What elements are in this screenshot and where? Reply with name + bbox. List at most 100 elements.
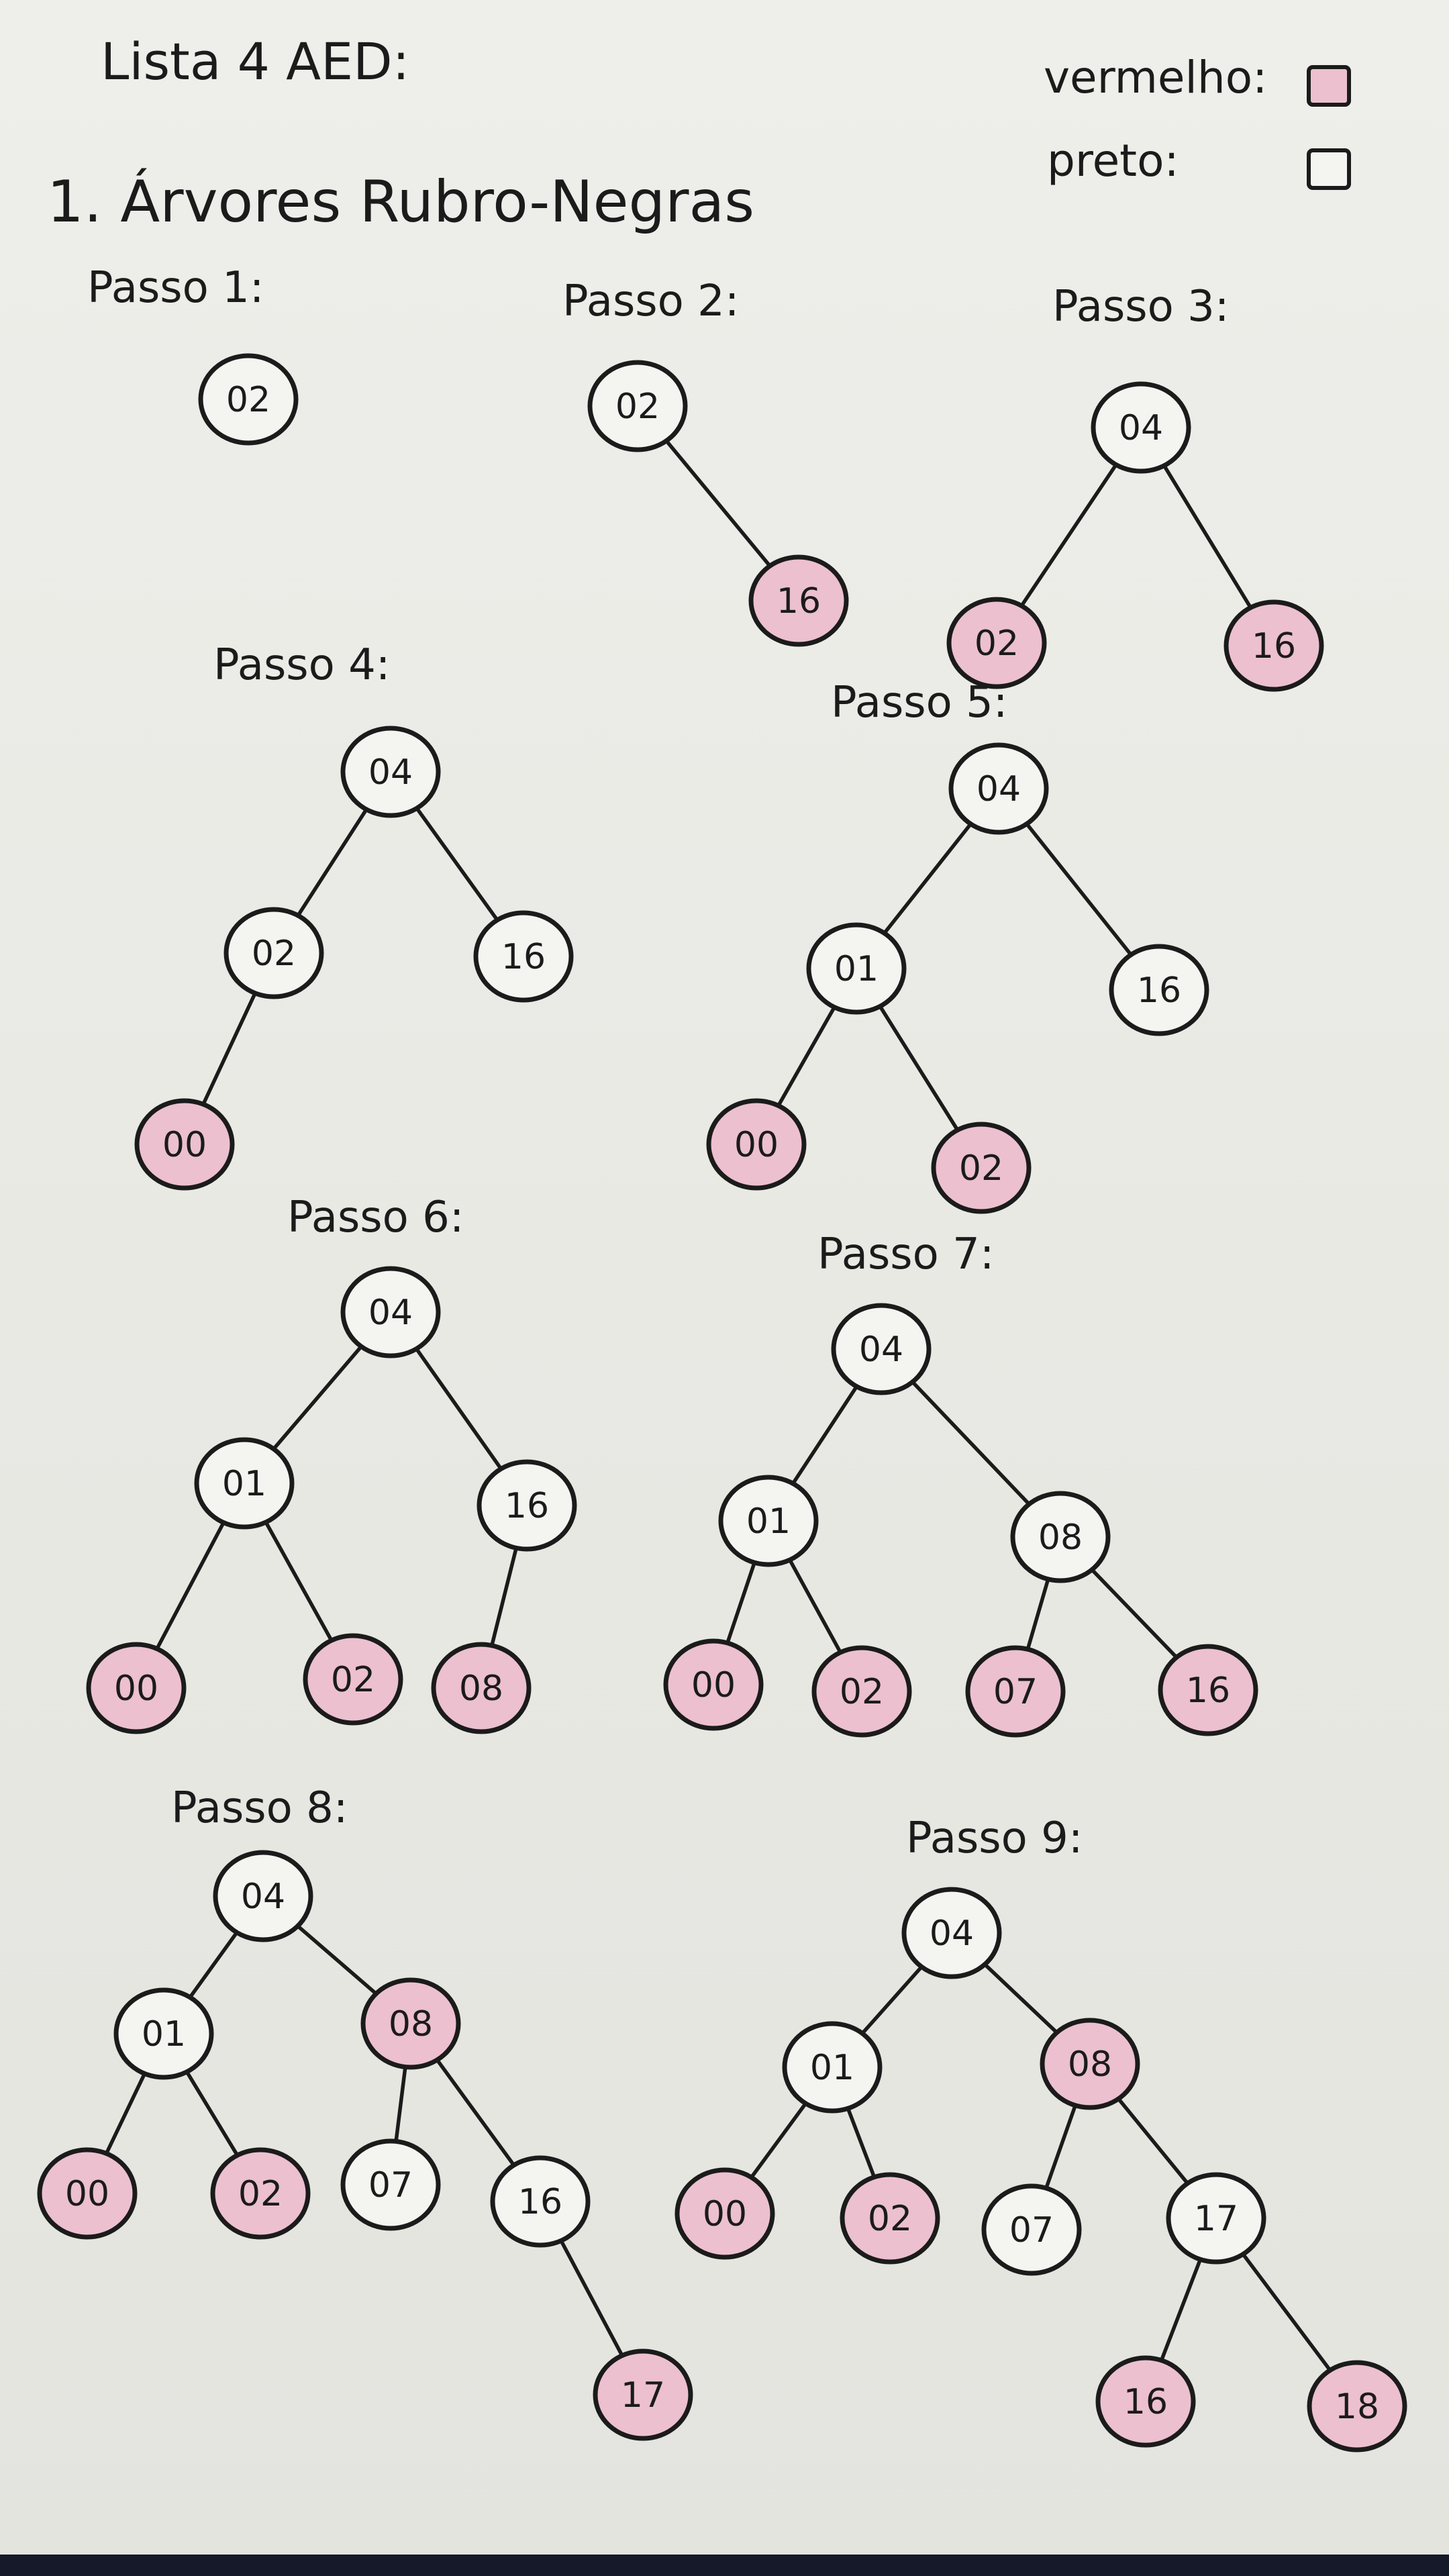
node-circle [981,2183,1082,2276]
tree-node-black: 02 [223,907,324,999]
tree-edge [490,1548,518,1646]
node-label: 16 [1252,626,1296,666]
tree-node-black: 07 [340,2138,441,2231]
node-circle [663,1638,764,1731]
tree-edge [883,822,972,935]
tree-node-red: 07 [965,1645,1066,1738]
tree-node-red: 00 [134,1098,235,1191]
node-circle [948,742,1049,835]
tree-edge [295,1924,379,1996]
node-label: 00 [691,1665,736,1705]
node-circle [431,1642,532,1734]
tree-node-red: 18 [1307,2360,1407,2453]
node-circle [86,1642,187,1734]
node-label: 16 [501,937,546,977]
node-label: 00 [65,2174,109,2214]
tree-node-black: 01 [806,922,907,1015]
node-label: 02 [331,1660,375,1700]
tree-node-red: 08 [1040,2018,1140,2110]
node-circle [134,1098,235,1191]
node-circle [340,1266,441,1358]
node-label: 04 [1119,408,1163,448]
node-circle [473,910,574,1003]
tree-edge [1020,463,1117,607]
node-label: 02 [840,1672,884,1712]
node-label: 08 [1038,1518,1083,1558]
step-title: Passo 8: [171,1783,348,1833]
tree-node-red: 16 [1095,2355,1196,2448]
node-label: 16 [1137,971,1181,1011]
tree-edge [911,1380,1031,1506]
legend: vermelho:preto: [1044,52,1351,190]
tree-edge [1090,1568,1179,1659]
node-circle [1307,2360,1407,2453]
tree-node-black: 04 [340,726,441,818]
step-title: Passo 7: [817,1230,994,1279]
node-circle [748,554,849,647]
tree-node-black: 04 [1091,381,1191,474]
tree-edge [1242,2252,1332,2372]
tree-node-black: 01 [194,1437,295,1530]
tree-node-red: 16 [748,554,849,647]
node-circle [782,2021,883,2114]
node-label: 00 [734,1125,779,1165]
step-title: Passo 1: [87,263,264,313]
node-circle [840,2172,940,2265]
legend-label-black: preto: [1047,135,1179,187]
node-circle [1223,599,1324,692]
tree-edge [846,2108,876,2178]
tree-edge [750,2102,807,2179]
tree-edge [1044,2105,1077,2189]
tree-node-red: 17 [593,2348,693,2441]
tree-edge [860,1965,923,2035]
node-circle [587,360,688,452]
tree-node-black: 04 [948,742,1049,835]
node-circle [194,1437,295,1530]
tree-node-black: 01 [113,1987,214,2080]
tree-edge [105,2073,146,2154]
node-label: 01 [142,2014,186,2054]
node-circle [593,2348,693,2441]
node-label: 07 [1009,2210,1054,2250]
tree-node-black: 07 [981,2183,1082,2276]
tree-node-black: 16 [473,910,574,1003]
tree-node-red: 02 [946,597,1047,689]
node-label: 01 [222,1464,266,1504]
tree-edge [1160,2259,1202,2361]
tree-edge [436,2059,515,2167]
tree-step-1: Passo 1:02 [87,263,299,446]
node-circle [1091,381,1191,474]
tree-node-red: 00 [674,2167,775,2260]
page-title: Lista 4 AED: [101,32,409,91]
tree-node-black: 16 [490,2155,591,2248]
node-circle [1010,1491,1111,1583]
tree-node-black: 04 [213,1850,313,1942]
tree-node-black: 01 [782,2021,883,2114]
tree-edge [394,2067,407,2142]
node-circle [477,1459,577,1552]
photo-edge [0,2555,1449,2576]
node-label: 02 [252,934,296,974]
tree-node-red: 02 [303,1633,403,1726]
tree-edge [264,1521,333,1642]
tree-node-red: 02 [210,2147,311,2240]
node-circle [674,2167,775,2260]
tree-node-black: 08 [1010,1491,1111,1583]
tree-node-red: 16 [1158,1644,1258,1736]
tree-node-black: 04 [340,1266,441,1358]
node-label: 18 [1335,2387,1379,2427]
node-label: 17 [1194,2199,1238,2239]
tree-node-red: 16 [1223,599,1324,692]
node-label: 16 [1186,1671,1230,1711]
step-title: Passo 5: [831,678,1007,728]
tree-node-red: 02 [840,2172,940,2265]
node-circle [1166,2172,1266,2265]
node-label: 04 [368,752,413,793]
tree-edge [297,808,368,917]
